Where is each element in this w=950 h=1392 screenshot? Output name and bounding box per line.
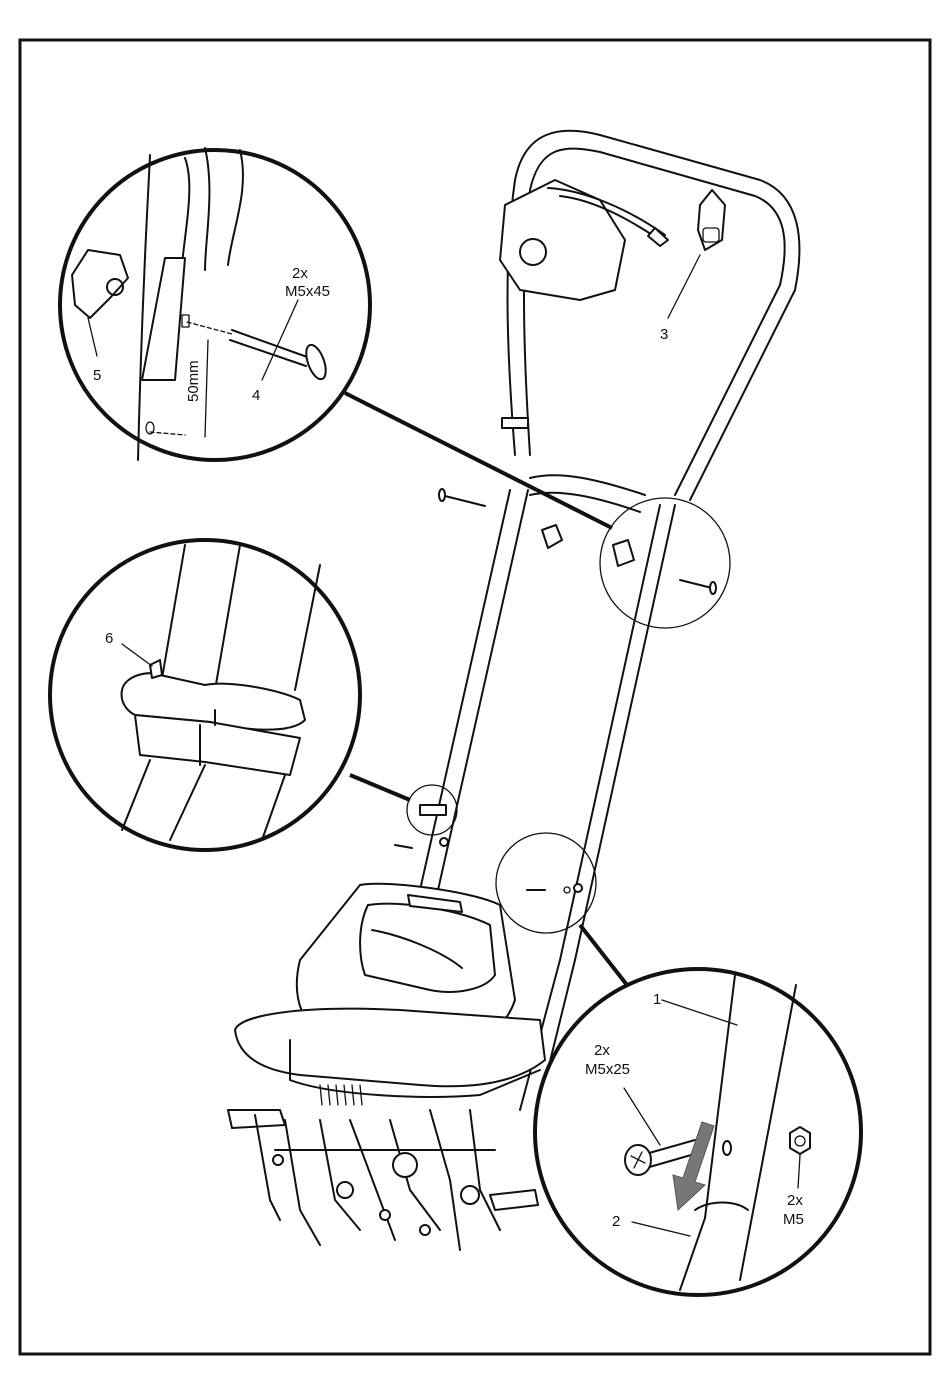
detail-circle-knob-screw: 2x M5x45 4 5 50mm — [60, 148, 370, 460]
upper-tube-number: 1 — [653, 991, 661, 1008]
cable-hook-number: 3 — [660, 326, 668, 343]
nut-qty: 2x — [787, 1192, 803, 1209]
dimension-label: 50mm — [185, 360, 202, 402]
knob-number: 5 — [93, 367, 101, 384]
screw-top-qty: 2x — [292, 265, 308, 282]
screw-bottom-qty: 2x — [594, 1042, 610, 1059]
screw-top-number: 4 — [252, 387, 260, 404]
detail-circle-lower-screw: 1 2x M5x25 2 2x M5 — [535, 969, 861, 1295]
screw-top-size: M5x45 — [285, 283, 330, 300]
nut-size: M5 — [783, 1211, 804, 1228]
detail-circle-clip: 6 — [50, 540, 360, 850]
screw-bottom-size: M5x25 — [585, 1061, 630, 1078]
lower-tube-number: 2 — [612, 1213, 620, 1230]
clip-number: 6 — [105, 630, 113, 647]
